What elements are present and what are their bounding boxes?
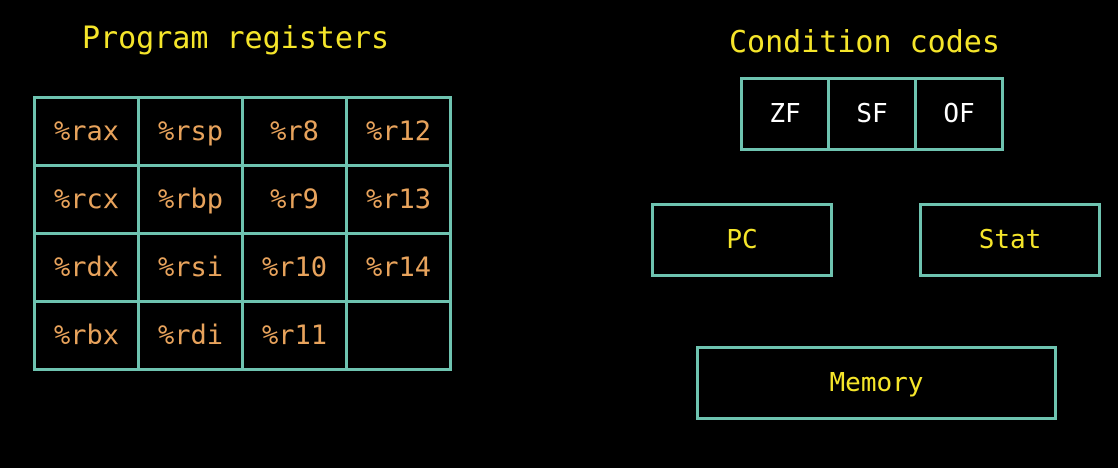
condition-codes-box: ZF SF OF <box>740 77 1004 151</box>
register-cell: %r8 <box>241 96 348 167</box>
register-cell: %r9 <box>241 164 348 235</box>
stat-box: Stat <box>919 203 1101 277</box>
flag-zf: ZF <box>740 77 830 151</box>
register-cell: %rsi <box>137 232 244 303</box>
program-registers-title: Program registers <box>82 21 390 56</box>
register-cell: %r12 <box>345 96 452 167</box>
register-cell: %rdx <box>33 232 140 303</box>
register-row: %rcx %rbp %r9 %r13 <box>33 164 452 235</box>
flag-sf: SF <box>827 77 917 151</box>
condition-codes-title: Condition codes <box>729 25 1000 60</box>
register-cell: %r14 <box>345 232 452 303</box>
register-cell: %rsp <box>137 96 244 167</box>
register-row: %rax %rsp %r8 %r12 <box>33 96 452 167</box>
register-cell: %r13 <box>345 164 452 235</box>
register-cell: %rdi <box>137 300 244 371</box>
pc-box: PC <box>651 203 833 277</box>
register-cell-empty <box>345 300 452 371</box>
register-cell: %r10 <box>241 232 348 303</box>
register-cell: %rbp <box>137 164 244 235</box>
register-cell: %rcx <box>33 164 140 235</box>
register-row: %rbx %rdi %r11 <box>33 300 452 371</box>
memory-box: Memory <box>696 346 1057 420</box>
register-cell: %r11 <box>241 300 348 371</box>
program-registers-table: %rax %rsp %r8 %r12 %rcx %rbp %r9 %r13 %r… <box>33 96 452 371</box>
register-cell: %rbx <box>33 300 140 371</box>
flag-of: OF <box>914 77 1004 151</box>
register-cell: %rax <box>33 96 140 167</box>
register-row: %rdx %rsi %r10 %r14 <box>33 232 452 303</box>
